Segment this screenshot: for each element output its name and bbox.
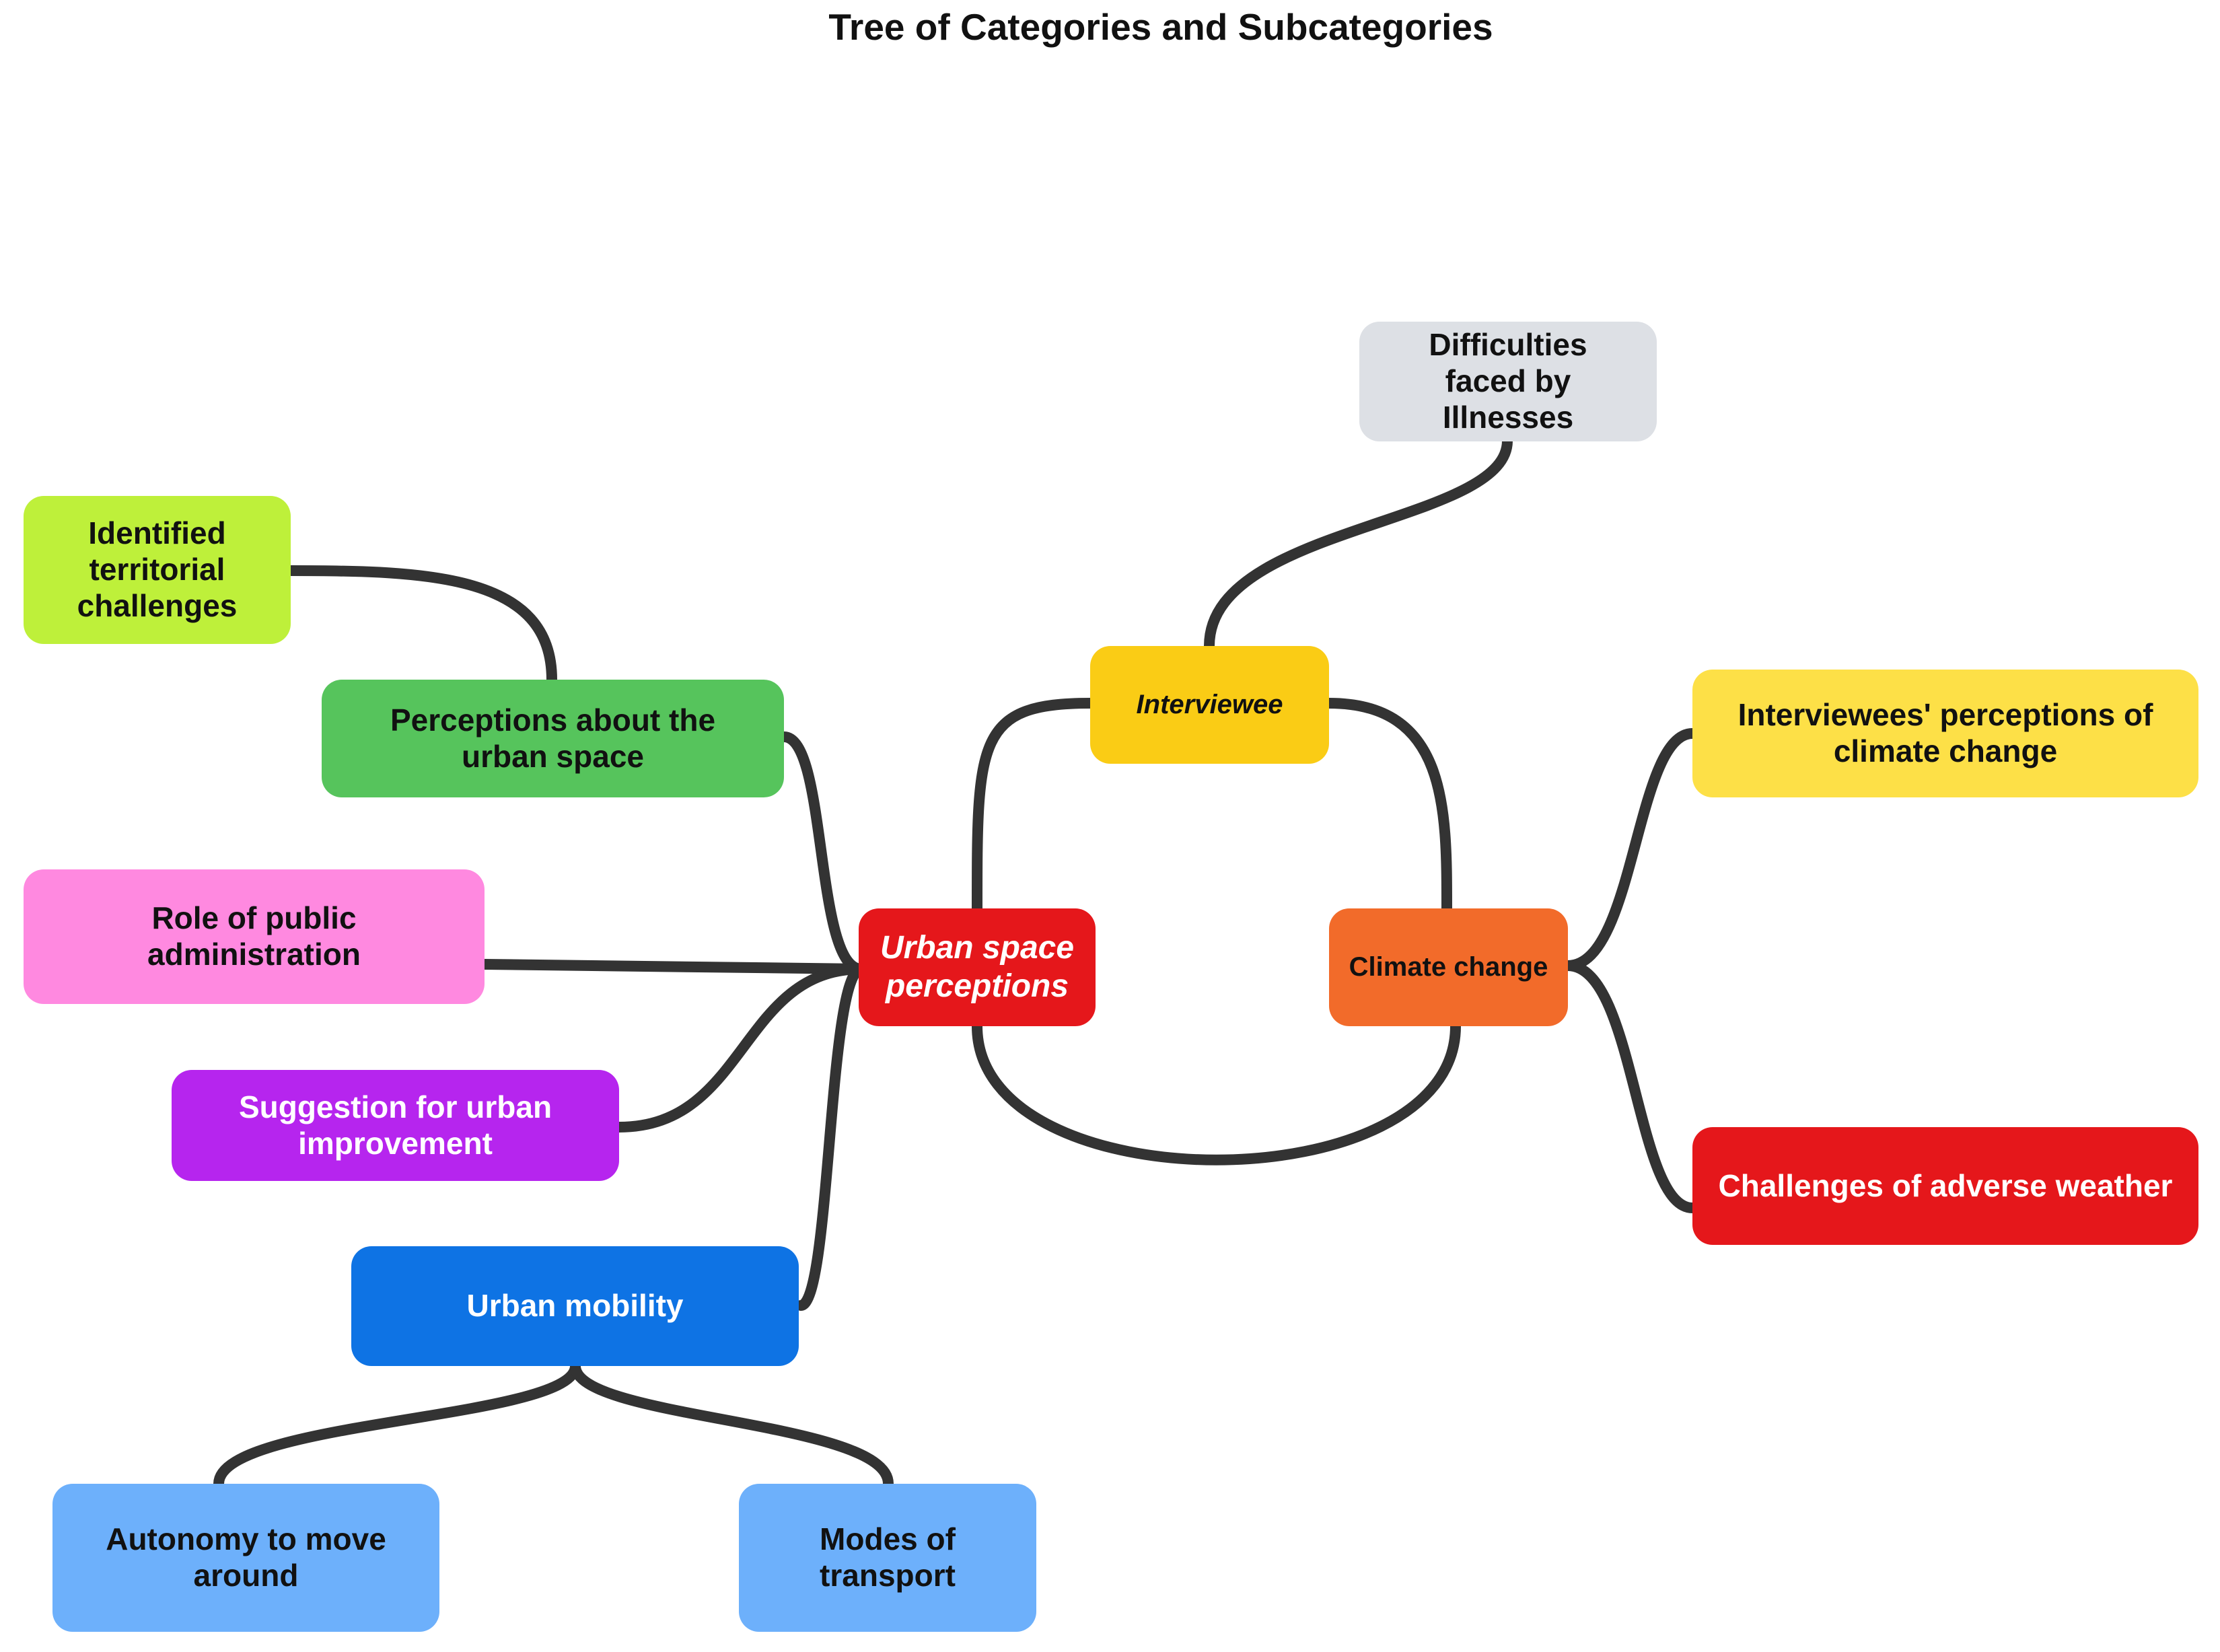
node-interviewees-perceptions-of-climate-change-label: Interviewees' perceptions of climate cha… bbox=[1738, 697, 2153, 768]
edge-mobility-autonomy bbox=[213, 1361, 581, 1489]
edge-usp-interviewee bbox=[972, 698, 1096, 914]
node-suggestion-for-urban-improvement-label: Suggestion for urban improvement bbox=[238, 1089, 552, 1161]
node-urban-space-perceptions-label: Urban space perceptions bbox=[880, 930, 1075, 1004]
node-identified-territorial-challenges: Identified territorial challenges bbox=[24, 496, 291, 644]
node-challenges-of-adverse-weather: Challenges of adverse weather bbox=[1692, 1127, 2198, 1245]
node-interviewee: Interviewee bbox=[1090, 646, 1329, 764]
node-modes-of-transport: Modes of transport bbox=[739, 1484, 1036, 1632]
node-interviewee-label: Interviewee bbox=[1136, 690, 1283, 720]
node-identified-territorial-challenges-label: Identified territorial challenges bbox=[77, 515, 238, 623]
node-perceptions-about-the-urban-space-label: Perceptions about the urban space bbox=[390, 702, 716, 774]
edge-usp-perceptions bbox=[779, 731, 867, 974]
node-urban-mobility: Urban mobility bbox=[351, 1246, 799, 1366]
node-urban-space-perceptions: Urban space perceptions bbox=[859, 908, 1096, 1026]
node-role-of-public-administration: Role of public administration bbox=[24, 869, 485, 1004]
node-role-of-public-administration-label: Role of public administration bbox=[147, 900, 361, 972]
node-perceptions-about-the-urban-space: Perceptions about the urban space bbox=[322, 680, 784, 797]
edge-usp-suggestion bbox=[614, 964, 867, 1133]
edge-interviewee-difficulties bbox=[1204, 435, 1513, 651]
node-challenges-of-adverse-weather-label: Challenges of adverse weather bbox=[1718, 1168, 2173, 1203]
node-climate-change-label: Climate change bbox=[1349, 952, 1548, 982]
node-difficulties-faced-by-illnesses: Difficulties faced by Illnesses bbox=[1359, 322, 1657, 441]
node-autonomy-to-move-around: Autonomy to move around bbox=[52, 1484, 439, 1632]
edge-usp-climate-loop bbox=[972, 1021, 1461, 1165]
node-interviewees-perceptions-of-climate-change: Interviewees' perceptions of climate cha… bbox=[1692, 670, 2198, 797]
node-urban-mobility-label: Urban mobility bbox=[466, 1288, 684, 1324]
edge-usp-role bbox=[479, 959, 867, 974]
edge-climate-challenges bbox=[1563, 960, 1698, 1213]
node-difficulties-faced-by-illnesses-label: Difficulties faced by Illnesses bbox=[1429, 327, 1587, 435]
edge-mobility-modes bbox=[570, 1361, 894, 1489]
edge-usp-mobility bbox=[795, 964, 867, 1311]
node-modes-of-transport-label: Modes of transport bbox=[820, 1521, 956, 1593]
edge-perceptions-identified bbox=[285, 565, 557, 685]
diagram-title: Tree of Categories and Subcategories bbox=[828, 6, 1493, 48]
node-suggestion-for-urban-improvement: Suggestion for urban improvement bbox=[172, 1070, 619, 1181]
edge-interviewee-climate bbox=[1324, 698, 1452, 914]
node-autonomy-to-move-around-label: Autonomy to move around bbox=[106, 1521, 386, 1593]
edge-climate-interviewees-perceptions bbox=[1563, 728, 1698, 971]
node-climate-change: Climate change bbox=[1329, 908, 1568, 1026]
